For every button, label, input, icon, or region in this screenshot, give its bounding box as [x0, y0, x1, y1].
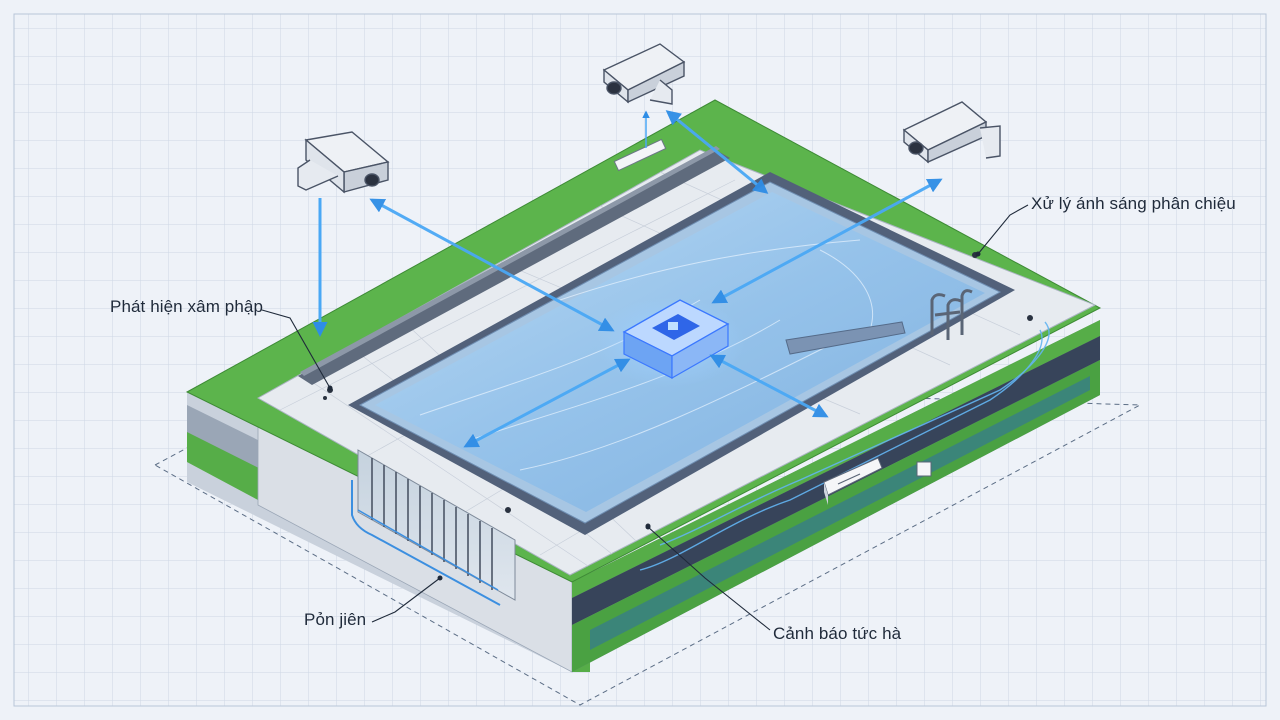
junction-box-icon [823, 457, 883, 505]
pit-grille [371, 458, 493, 590]
processing-hub-icon [622, 299, 730, 380]
beam-hub-left [463, 358, 631, 448]
security-camera-icon [297, 131, 390, 194]
pit-cable [351, 480, 501, 606]
pool-floating-object [785, 321, 906, 355]
label-edge-node: Pỏn jiên [304, 610, 367, 629]
security-camera-icon [602, 43, 686, 105]
label-intrusion-detection: Phát hiện xâm phập [110, 297, 264, 316]
label-glare-processing: Xử lý ánh sáng phân chiệu [1031, 194, 1236, 213]
signal-beams [369, 110, 943, 448]
slab-right-green [572, 320, 1100, 598]
beam-right-camera [711, 178, 943, 304]
pit-cable-2 [357, 509, 499, 591]
deck-plaque [613, 138, 667, 172]
beam-left-camera [369, 198, 615, 332]
slab-right-inner [590, 376, 1090, 650]
small-sensor-icon [916, 461, 932, 477]
pit-opening [357, 449, 516, 601]
callout-leaders [261, 204, 1029, 631]
security-camera-icon [902, 101, 1001, 164]
beam-hub-right [709, 354, 829, 418]
label-hazard-alert: Cảnh báo tức hà [773, 624, 902, 643]
